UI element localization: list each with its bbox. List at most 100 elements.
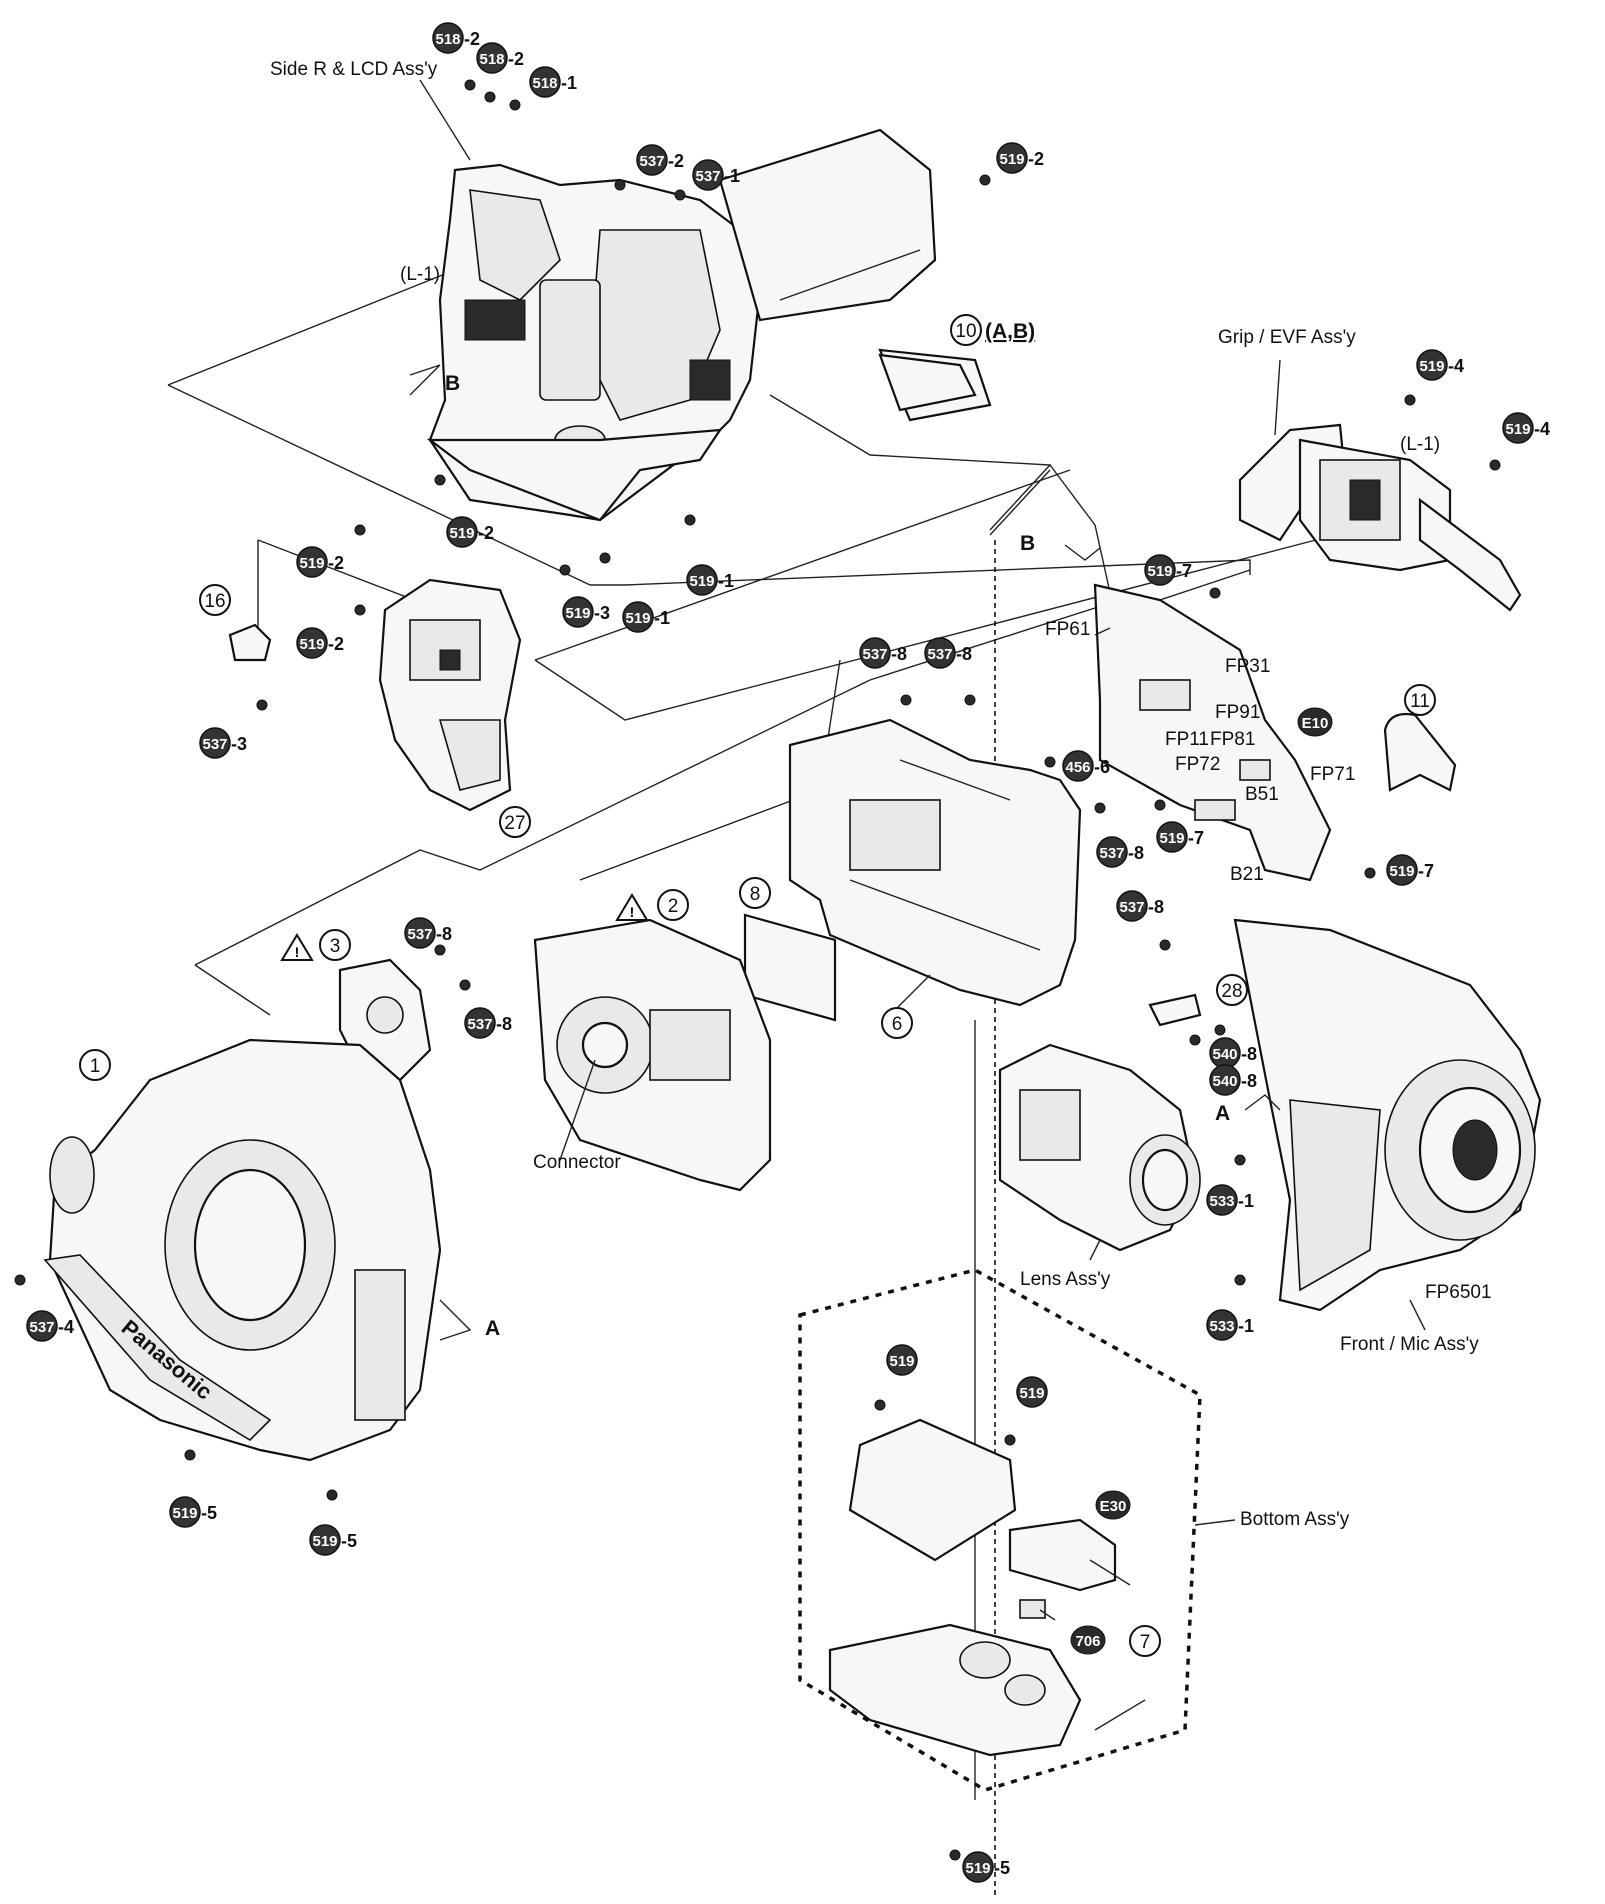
label-fp72: FP72: [1175, 754, 1220, 775]
screw-marks: [14, 79, 1501, 1861]
screw-suffix: -7: [1176, 561, 1192, 581]
screw-suffix: -4: [58, 1317, 74, 1337]
part-28: [1148, 993, 1202, 1027]
screw-suffix: -4: [1448, 356, 1464, 376]
circled-part-6: 6: [881, 1007, 913, 1039]
screw-callout-s537-8f: 537-8: [464, 1007, 512, 1039]
screw-suffix: -4: [1534, 419, 1550, 439]
screw-suffix: -7: [1188, 828, 1204, 848]
screw-suffix: -8: [956, 644, 972, 664]
circled-part-1: 1: [79, 1049, 111, 1081]
screw-badge: [1116, 890, 1148, 922]
screw-callout-s537-3: 537-3: [199, 727, 247, 759]
label-l1-top: (L-1): [400, 264, 440, 285]
circled-part-10: 10 (A,B): [950, 314, 1035, 346]
screw-number: 537: [639, 153, 664, 170]
drive-unit-2: [533, 918, 772, 1192]
screw-callout-s519-1-b: 519-1: [622, 601, 670, 633]
screw-callout-s537-1: 537-1: [692, 159, 740, 191]
screw-badge: [296, 627, 328, 659]
screw-suffix: -5: [201, 1503, 217, 1523]
svg-text:A: A: [1215, 1102, 1230, 1125]
screw-badge: [1502, 412, 1534, 444]
screw-number: 537: [407, 926, 432, 943]
marker-b-mid: B: [1020, 532, 1101, 561]
screw-callout-s456-6: 456-6: [1062, 750, 1110, 782]
screw-number: 537: [1099, 845, 1124, 862]
screw-badge: [924, 637, 956, 669]
screw-suffix: -1: [1238, 1316, 1254, 1336]
screw-suffix: -1: [1238, 1191, 1254, 1211]
circled-part-3: ! 3: [280, 929, 351, 961]
screw-badge: [962, 1851, 994, 1883]
svg-text:16: 16: [204, 591, 225, 612]
screw-number: 537: [695, 168, 720, 185]
screw-number: 519: [1389, 863, 1414, 880]
screw-badge: [1206, 1184, 1238, 1216]
label-connector: Connector: [533, 1152, 621, 1173]
label-fp71: FP71: [1310, 764, 1355, 785]
leader-lines: [419, 79, 1426, 1731]
screw-badge: [476, 42, 508, 74]
board-id-e10: E10: [1297, 707, 1333, 737]
screw-suffix: -2: [668, 151, 684, 171]
screw-number: 537: [202, 736, 227, 753]
screw-badge: [562, 596, 594, 628]
svg-text:28: 28: [1221, 981, 1242, 1002]
svg-text:3: 3: [330, 936, 341, 957]
screw-badge: [1209, 1064, 1241, 1096]
screw-badge: [1016, 1376, 1048, 1408]
label-fp61: FP61: [1045, 619, 1090, 640]
screw-number: 456: [1065, 759, 1090, 776]
label-front-mic-assy: Front / Mic Ass'y: [1340, 1334, 1479, 1355]
svg-text:(A,B): (A,B): [985, 320, 1035, 343]
circled-part-7: 7: [1129, 1625, 1161, 1657]
screw-badge: [636, 144, 668, 176]
screw-number: 537: [927, 646, 952, 663]
label-b21: B21: [1230, 864, 1264, 885]
screw-callout-s519-b2: 519: [1016, 1376, 1048, 1408]
screw-callout-s519-3: 519-3: [562, 596, 610, 628]
screw-badge: [886, 1344, 918, 1376]
svg-text:6: 6: [892, 1014, 903, 1035]
front-case-1: [43, 1038, 442, 1462]
screw-suffix: -1: [718, 571, 734, 591]
grip-evf-assembly: [1238, 423, 1522, 612]
screw-badge: [1156, 821, 1188, 853]
svg-text:1: 1: [90, 1056, 101, 1077]
svg-text:E30: E30: [1100, 1498, 1127, 1515]
screw-badge: [432, 22, 464, 54]
screw-callout-s519-7b: 519-7: [1156, 821, 1204, 853]
screw-suffix: -2: [508, 49, 524, 69]
screw-callout-s518-1: 518-1: [529, 66, 577, 98]
svg-text:10: 10: [955, 321, 976, 342]
screw-badge: [1386, 854, 1418, 886]
screw-number: 519: [299, 555, 324, 572]
screw-number: 519: [1505, 421, 1530, 438]
screw-number: 540: [1212, 1073, 1237, 1090]
screw-suffix: -8: [436, 924, 452, 944]
label-bottom-assy: Bottom Ass'y: [1240, 1509, 1350, 1530]
screw-callouts: 518-2518-2518-1537-2537-1519-2519-4519-4…: [26, 22, 1550, 1883]
screw-badge: [1096, 836, 1128, 868]
screw-badge: [309, 1524, 341, 1556]
flex-cable-10: [878, 353, 977, 412]
screw-callout-s519-b1: 519: [886, 1344, 918, 1376]
screw-number: 518: [479, 51, 504, 68]
screw-badge: [404, 917, 436, 949]
screw-number: 519: [999, 151, 1024, 168]
screw-badge: [296, 546, 328, 578]
screw-number: 537: [29, 1319, 54, 1336]
label-fp81: FP81: [1210, 729, 1255, 750]
svg-text:706: 706: [1075, 1633, 1100, 1650]
svg-text:27: 27: [504, 813, 525, 834]
screw-number: 519: [565, 605, 590, 622]
screw-suffix: -2: [478, 523, 494, 543]
screw-callout-s537-4: 537-4: [26, 1310, 74, 1342]
screw-callout-s537-8c: 537-8: [1096, 836, 1144, 868]
screw-number: 519: [689, 573, 714, 590]
screw-number: 519: [1419, 358, 1444, 375]
screw-callout-s519-2-mid: 519-2: [446, 516, 494, 548]
screw-suffix: -6: [1094, 757, 1110, 777]
screw-number: 519: [1159, 830, 1184, 847]
